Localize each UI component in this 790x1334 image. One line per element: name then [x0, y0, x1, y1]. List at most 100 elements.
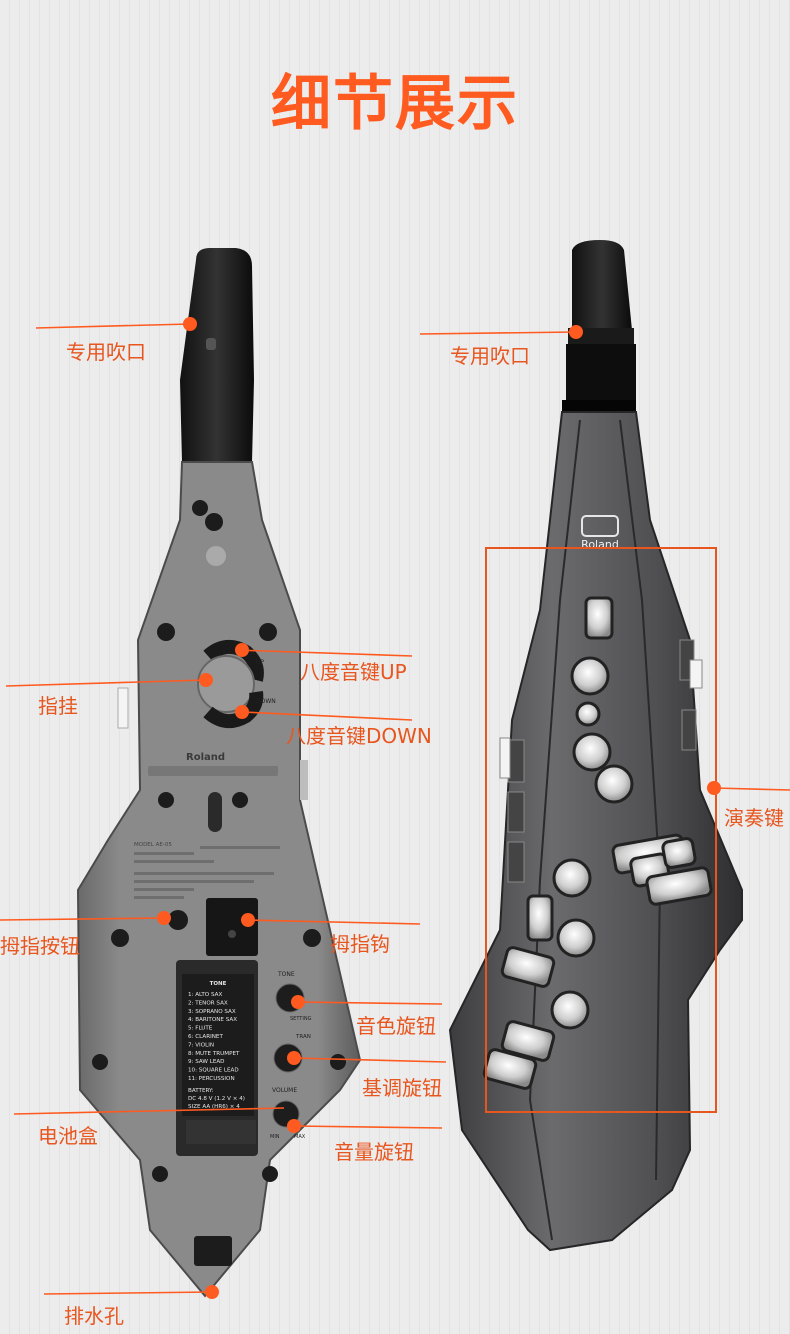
- right-seam-1: [528, 419, 581, 1241]
- callout-dot: [287, 1119, 301, 1133]
- play-keys: [482, 596, 713, 1090]
- left-body: [76, 461, 362, 1298]
- min-print: MIN: [270, 1134, 280, 1140]
- drain-slot: [194, 1236, 232, 1266]
- right-mouthpiece-tip: [572, 240, 632, 330]
- callout-line: [5, 679, 207, 687]
- callout-lines: [0, 317, 790, 1299]
- callout-line: [293, 1057, 447, 1063]
- label-thumb-rest: 指挂: [38, 694, 78, 718]
- key-round-2: [572, 732, 612, 772]
- right-mouthpiece-collar: [566, 344, 636, 400]
- key-round-3: [594, 764, 634, 804]
- callout-line: [247, 919, 421, 925]
- roland-logo-mark: [581, 515, 619, 537]
- tone-list-heading: TONE: [210, 981, 227, 987]
- key-lower-1: [500, 946, 556, 988]
- compliance-text-block: [134, 846, 280, 899]
- right-mouthpiece-ring1: [568, 328, 634, 344]
- tone-list-item: 10: SQUARE LEAD: [188, 1068, 239, 1074]
- key-round-4: [552, 858, 592, 898]
- callout-line: [241, 711, 413, 721]
- down-print: DOWN: [256, 698, 276, 705]
- label-volume-knob: 音量旋钮: [334, 1140, 414, 1164]
- tone-print: TONE: [277, 971, 295, 978]
- setting-print: SETTING: [290, 1016, 312, 1022]
- tone-list-item: 5: FLUTE: [188, 1026, 213, 1032]
- thumb-hook-screw: [228, 930, 236, 938]
- thumb-button: [168, 910, 188, 930]
- tone-list-item: 9: SAW LEAD: [188, 1059, 225, 1065]
- label-octave-down: 八度音键DOWN: [286, 724, 432, 748]
- callout-dot: [235, 643, 249, 657]
- key-pinky-3: [661, 837, 697, 869]
- callout-dot: [157, 911, 171, 925]
- page-title: 细节展示: [271, 69, 519, 139]
- left-light-hole: [206, 546, 226, 566]
- tone-list-item: 2: TENOR SAX: [188, 1000, 228, 1006]
- label-right-mouthpiece: 专用吹口: [450, 344, 530, 368]
- callout-dot: [707, 781, 721, 795]
- battery-spec-line: SIZE AA (HR6) × 4: [188, 1104, 240, 1110]
- callout-line: [293, 1125, 443, 1129]
- callout-dot: [235, 705, 249, 719]
- label-octave-up: 八度音键UP: [300, 660, 407, 684]
- thumb-hook: [206, 898, 258, 956]
- label-thumb-button: 拇指按钮: [0, 934, 80, 958]
- left-model-logo: [148, 766, 278, 776]
- callout-dot: [183, 317, 197, 331]
- tone-list-item: 11: PERCUSSION: [188, 1076, 235, 1082]
- label-transpose-knob: 基调旋钮: [362, 1076, 442, 1100]
- key-round-small: [575, 701, 601, 727]
- left-mouthpiece-hole: [206, 338, 216, 350]
- model-print: MODEL AE-05: [134, 842, 172, 848]
- label-play-keys: 演奏键: [724, 806, 784, 830]
- callout-dot: [199, 673, 213, 687]
- callout-line: [43, 1291, 213, 1295]
- label-left-mouthpiece: 专用吹口: [66, 340, 146, 364]
- label-thumb-hook: 拇指钩: [330, 932, 390, 956]
- callout-line: [713, 787, 790, 791]
- left-instrument: UP DOWN Roland MODEL AE-05 TONE SETTING …: [76, 248, 362, 1298]
- battery-spec-line: DC 4.8 V (1.2 V × 4): [188, 1096, 245, 1102]
- tran-print: TRAN: [295, 1034, 311, 1040]
- key-round-6: [550, 990, 590, 1030]
- key-lower-2: [500, 1020, 556, 1062]
- tone-list-item: 6: CLARINET: [188, 1034, 223, 1040]
- label-drain-hole: 排水孔: [64, 1304, 124, 1328]
- label-battery-box: 电池盒: [38, 1124, 98, 1148]
- right-seam-2: [619, 419, 662, 1181]
- roland-logo-text: Roland: [581, 538, 619, 551]
- play-keys-highlight-box: [485, 547, 717, 1113]
- battery-latch: [186, 1120, 256, 1144]
- left-screws: [92, 500, 346, 1182]
- callout-line: [235, 649, 413, 657]
- battery-title: BATTERY:: [188, 1088, 214, 1094]
- key-round-1: [570, 656, 610, 696]
- callout-line: [35, 323, 191, 329]
- callout-line: [419, 331, 577, 335]
- right-side-clip: [300, 760, 308, 800]
- callout-dot: [569, 325, 583, 339]
- right-side-keys: [499, 639, 703, 883]
- left-mouthpiece: [180, 248, 254, 462]
- tone-list-panel: [182, 974, 254, 1116]
- callout-line: [297, 1001, 443, 1005]
- volume-print: VOLUME: [272, 1087, 297, 1094]
- callout-dot: [241, 913, 255, 927]
- callout-dot: [291, 995, 305, 1009]
- thumb-rest: [197, 655, 255, 713]
- strap-slot: [208, 792, 222, 832]
- key-round-5: [556, 918, 596, 958]
- callout-dot: [205, 1285, 219, 1299]
- right-instrument: Roland: [448, 240, 743, 1252]
- up-print: UP: [256, 659, 264, 666]
- left-side-clip: [117, 687, 129, 729]
- key-side-rect: [526, 894, 554, 942]
- key-pinky-4: [645, 866, 713, 906]
- left-brand-print: Roland: [186, 752, 225, 763]
- tone-list-item: 7: VIOLIN: [188, 1042, 214, 1048]
- tone-list-item: 4: BARITONE SAX: [188, 1017, 237, 1023]
